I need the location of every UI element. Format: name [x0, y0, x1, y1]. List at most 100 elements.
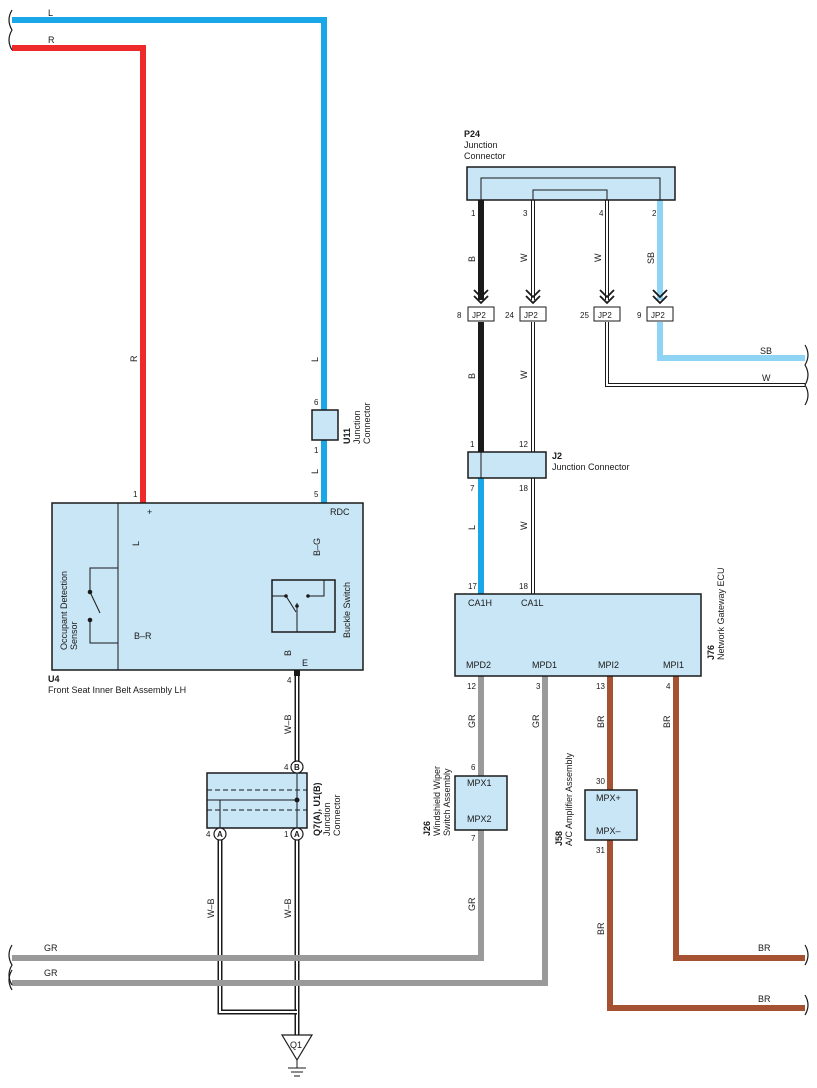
- label-l-top: L: [48, 8, 53, 18]
- label-w-j2: W: [519, 521, 529, 530]
- q7-circle-a-left: [213, 827, 227, 841]
- connector-u11: [311, 409, 339, 441]
- p24-label-2: Connector: [464, 151, 506, 161]
- u11-label-1: Junction: [352, 410, 362, 444]
- wire-r: [12, 45, 146, 503]
- j76-mpi2: MPI2: [598, 660, 619, 670]
- jp2-pin-8: 8: [457, 311, 462, 320]
- wire-br-mpi1: [673, 676, 805, 961]
- j76-pin-3: 3: [536, 682, 541, 691]
- j2-pin-1: 1: [470, 440, 475, 449]
- label-l-j2: L: [467, 525, 477, 530]
- p24-label-1: Junction: [464, 140, 498, 150]
- wire-w-b-3-inner: [219, 840, 297, 1013]
- j76-mpd1: MPD1: [532, 660, 557, 670]
- jp2-chevrons: [473, 289, 668, 305]
- wire-w-b-3: [217, 840, 297, 1015]
- q7-pin-1a: 1: [284, 830, 289, 839]
- assembly-u4: [51, 502, 364, 671]
- label-r-top: R: [48, 35, 55, 45]
- j26-pin-7: 7: [471, 834, 476, 843]
- q7-label-a-left: A: [217, 830, 223, 839]
- u4-pin-5: 5: [314, 490, 319, 499]
- label-br-1: BR: [596, 715, 606, 728]
- jp2-label-3: JP2: [598, 311, 612, 320]
- label-w-b-2: W–B: [206, 898, 216, 918]
- label-w-right: W: [762, 373, 771, 383]
- q7-code: Q7(A), U1(B): [312, 782, 322, 836]
- j76-ca1h: CA1H: [468, 598, 492, 608]
- j76-ca1l: CA1L: [521, 598, 544, 608]
- label-br-bottom-2: BR: [758, 994, 771, 1004]
- j76-code: J76: [706, 645, 716, 660]
- j2-pin-18: 18: [519, 484, 528, 493]
- label-b-e: B: [283, 650, 293, 656]
- label-br-bottom-1: BR: [758, 943, 771, 953]
- j26-label-2: Switch Assembly: [442, 768, 452, 836]
- u4-pin-4: 4: [287, 676, 292, 685]
- q7-label-2: Connector: [332, 794, 342, 836]
- j26-mpx1: MPX1: [467, 778, 492, 788]
- wire-gr-mpd1: [12, 676, 548, 986]
- j26-pin-6: 6: [471, 763, 476, 772]
- label-w-b-3: W–B: [283, 898, 293, 918]
- j2-pin-7: 7: [470, 484, 475, 493]
- p24-pin-3: 3: [523, 209, 528, 218]
- connector-j2: [467, 451, 547, 479]
- switch-j26: [454, 775, 508, 831]
- p24-pin-2: 2: [652, 209, 657, 218]
- wire-br-j58-bottom: [607, 840, 805, 1011]
- label-r-mid: R: [129, 355, 139, 362]
- q7-label-1: Junction: [322, 802, 332, 836]
- q7-label-a-right: A: [294, 830, 300, 839]
- j76-pin-18: 18: [519, 582, 528, 591]
- q7-pin-4b: 4: [284, 763, 289, 772]
- j2-label: Junction Connector: [552, 462, 630, 472]
- label-b-1: B: [467, 256, 477, 262]
- label-l-u11: L: [310, 469, 320, 474]
- j76-label: Network Gateway ECU: [716, 567, 726, 660]
- u4-code: U4: [48, 674, 60, 684]
- wire-w-right: [605, 322, 805, 387]
- wire-l-top: [12, 17, 327, 410]
- label-gr-1: GR: [467, 714, 477, 728]
- buckle-switch: [271, 579, 336, 633]
- amplifier-j58: [584, 789, 638, 841]
- j26-code: J26: [422, 821, 432, 836]
- wire-sb-right: [657, 322, 805, 361]
- jp2-pin-24: 24: [505, 311, 514, 320]
- connector-p24: [466, 166, 676, 201]
- j76-pin-12: 12: [467, 682, 476, 691]
- jp2-boxes: [467, 306, 674, 322]
- occupant-sensor-switch: [87, 567, 118, 644]
- ods-label-2: Sensor: [69, 621, 79, 650]
- label-w-2: W: [593, 253, 603, 262]
- jp2-pin-9: 9: [637, 311, 642, 320]
- label-w-1: W: [519, 253, 529, 262]
- u11-pin-1: 1: [314, 446, 319, 455]
- ecu-j76: [454, 593, 702, 677]
- j58-label: A/C Amplifier Assembly: [564, 752, 574, 846]
- connector-q7-u1: [206, 772, 308, 829]
- j58-code: J58: [554, 831, 564, 846]
- u4-pin-1: 1: [133, 490, 138, 499]
- label-sb-1: SB: [646, 252, 656, 264]
- j26-label-1: Windshield Wiper: [432, 766, 442, 836]
- u4-terminal-rdc: RDC: [330, 507, 350, 517]
- wire-gr-j26-bottom: [12, 830, 484, 961]
- j58-pin-30: 30: [596, 777, 605, 786]
- label-l-mid: L: [310, 357, 320, 362]
- label-b-r: B–R: [134, 631, 152, 641]
- ods-label-1: Occupant Detection: [59, 571, 69, 650]
- j76-pin-4: 4: [666, 682, 671, 691]
- label-b-g: B–G: [312, 538, 322, 556]
- j76-pin-17: 17: [468, 582, 477, 591]
- p24-pin-1: 1: [471, 209, 476, 218]
- u11-pin-6: 6: [314, 398, 319, 407]
- jp2-label-4: JP2: [651, 311, 665, 320]
- j2-pin-12: 12: [519, 440, 528, 449]
- u11-label-2: Connector: [362, 402, 372, 444]
- label-w-3: W: [519, 370, 529, 379]
- j58-mpx-minus: MPX–: [596, 826, 621, 836]
